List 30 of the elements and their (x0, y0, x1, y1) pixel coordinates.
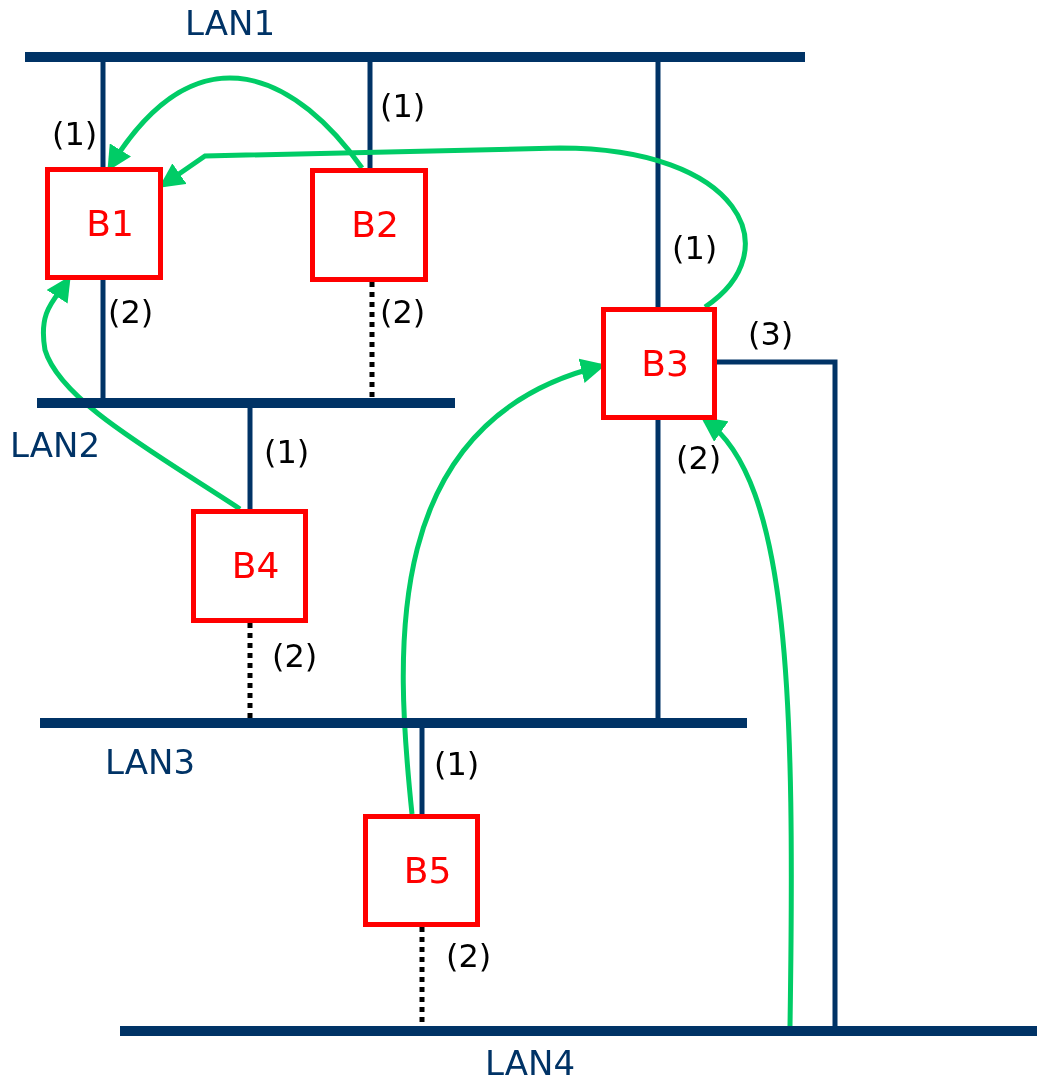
port-label: (3) (748, 318, 794, 350)
link-line (100, 62, 106, 167)
bridge-box: B3 (601, 307, 717, 420)
lan-label: LAN4 (485, 1046, 576, 1080)
port-label: (1) (672, 232, 718, 264)
port-label: (1) (264, 436, 310, 468)
link-line (419, 728, 425, 814)
bridge-box: B1 (45, 167, 163, 280)
port-label: (2) (676, 442, 722, 474)
port-label: (1) (52, 118, 98, 150)
lan-label: LAN2 (10, 428, 101, 462)
link-line (367, 62, 373, 168)
port-label: (2) (108, 296, 154, 328)
link-line (247, 408, 253, 509)
lan-label: LAN1 (185, 6, 276, 40)
link-line (655, 62, 661, 307)
port-label: (1) (380, 90, 426, 122)
port-label: (1) (434, 748, 480, 780)
link-line (717, 359, 838, 1026)
link-line (247, 623, 253, 718)
port-label: (2) (446, 940, 492, 972)
bridge-box: B2 (310, 168, 428, 282)
link-line (369, 282, 375, 398)
port-label: (2) (380, 296, 426, 328)
link-line (100, 280, 106, 398)
bridge-box: B4 (191, 509, 308, 623)
port-label: (2) (272, 640, 318, 672)
lan-label: LAN3 (105, 745, 196, 779)
link-line (655, 420, 661, 718)
bridge-box: B5 (363, 814, 480, 927)
